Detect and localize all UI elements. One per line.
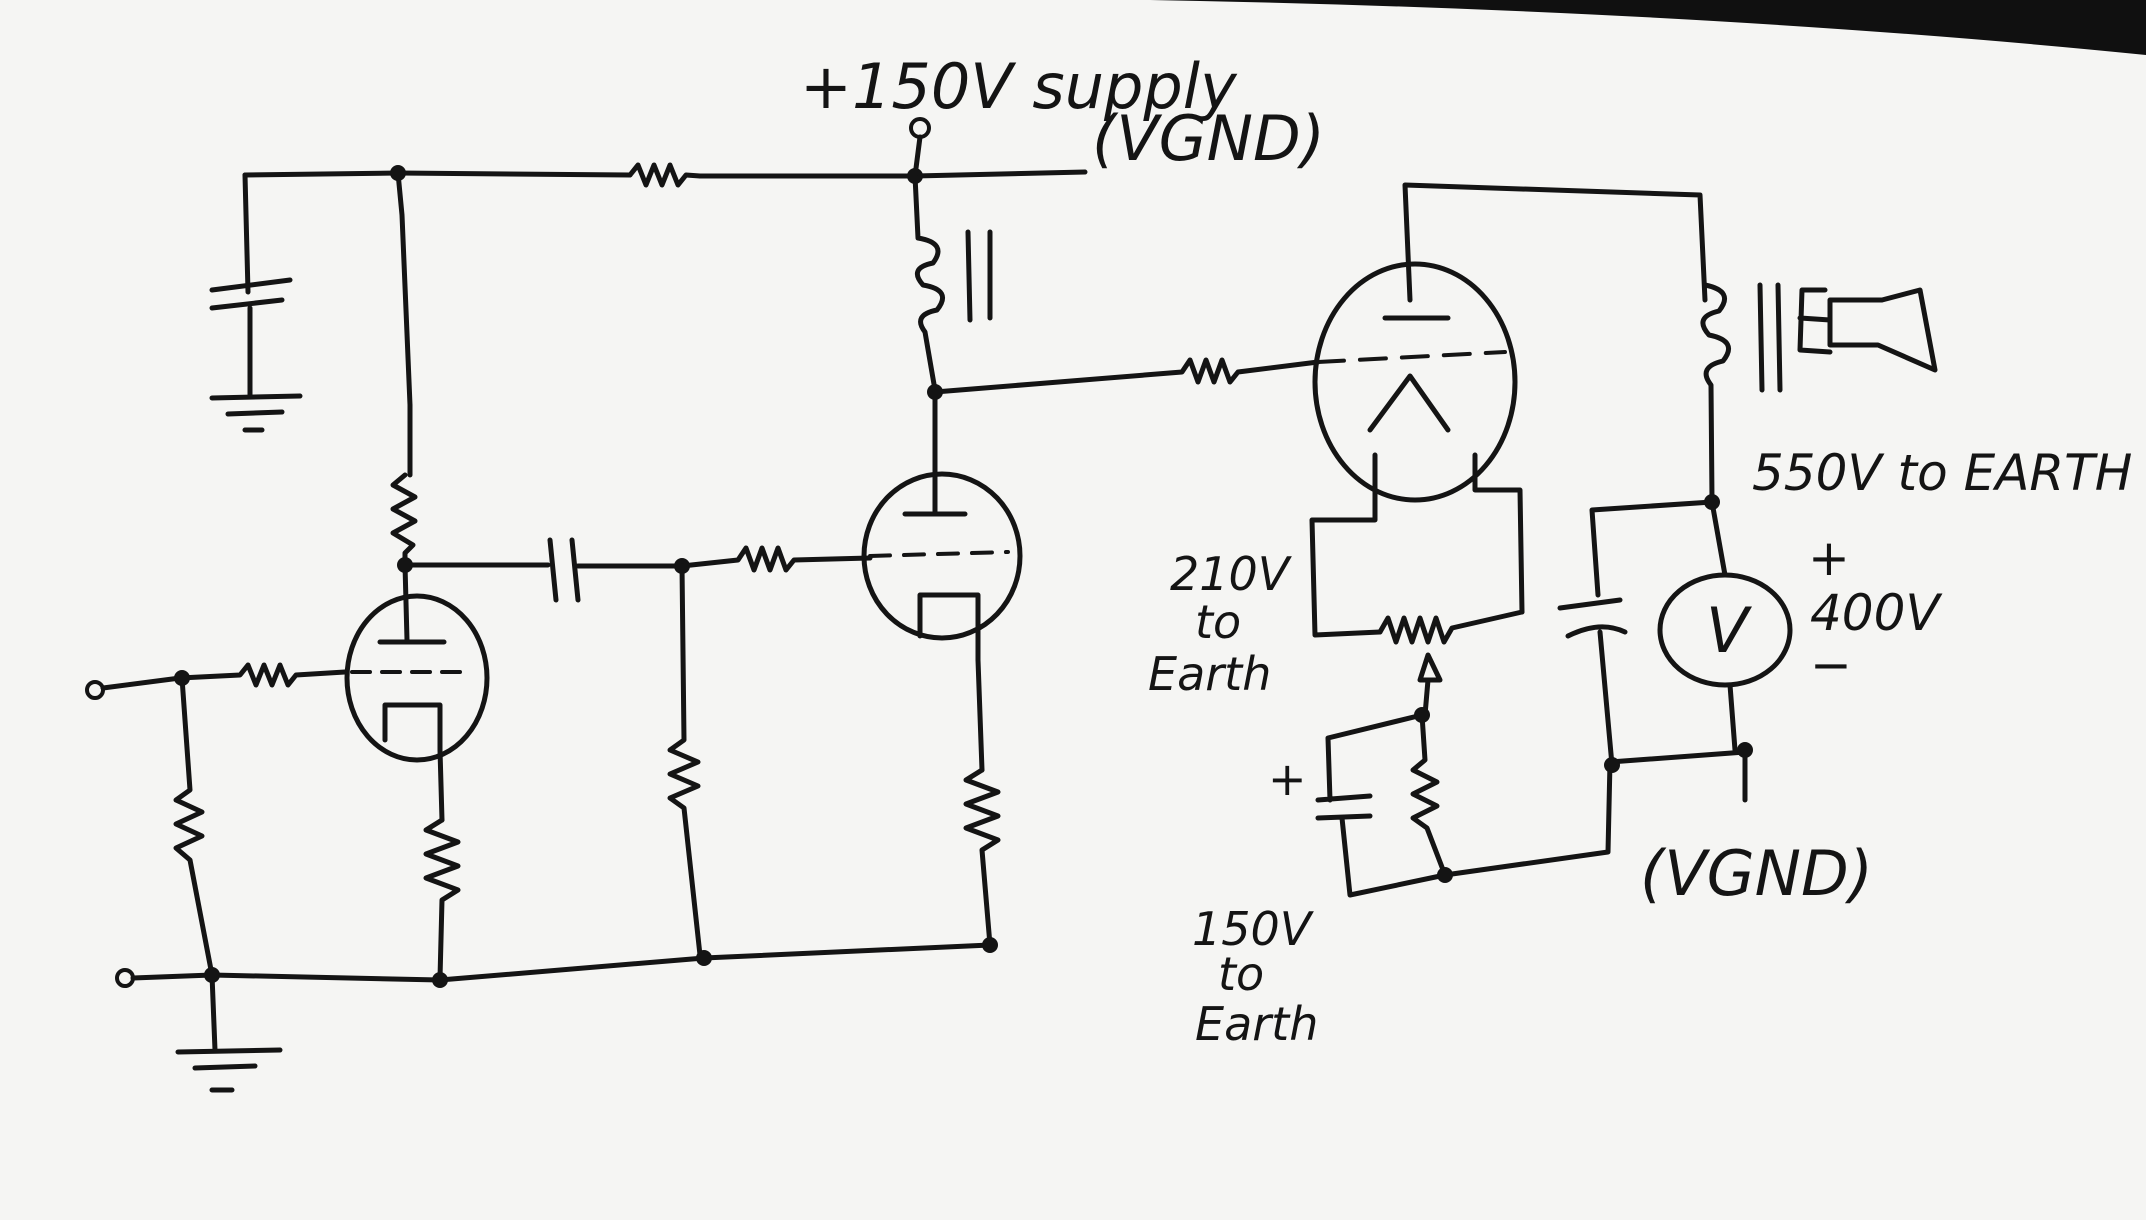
cap-plus-label: + (1268, 752, 1307, 806)
vgnd-top-label: (VGND) (1092, 102, 1325, 175)
grid-stopper-2 (679, 545, 873, 573)
decoupling-capacitor (209, 172, 293, 398)
triode-tube-2 (861, 471, 1023, 641)
tube2-grid (868, 550, 1010, 558)
ground-bus (130, 942, 993, 983)
output-tube-grid (1316, 350, 1507, 364)
cathode-to-label: to (1218, 947, 1264, 1001)
plate-choke (912, 173, 946, 393)
heater-to-label: to (1195, 595, 1241, 649)
cathode-resistor-output (1410, 712, 1448, 878)
ground-symbol (209, 393, 303, 433)
hum-balance-potentiometer (1377, 609, 1525, 645)
output-tube-filament (1367, 373, 1451, 433)
cathode-earth-label: Earth (1195, 997, 1318, 1051)
heater-voltage-label: 210V (1170, 547, 1293, 601)
driver-stage (861, 173, 1321, 948)
output-tube (1312, 261, 1518, 503)
voltmeter-symbol: V (1706, 594, 1753, 667)
transformer-core (1757, 282, 1783, 393)
input-terminal (85, 680, 105, 700)
cathode-resistor-1 (423, 817, 461, 981)
tube1-cathode (382, 702, 445, 823)
coupling-capacitor (402, 537, 683, 603)
input-grid-resistor (173, 675, 215, 978)
meter-minus-label: − (1810, 636, 1852, 694)
plate-voltage-label: 550V to EARTH (1752, 444, 2132, 502)
meter-plus-label: + (1808, 529, 1850, 587)
plate-load-resistor-1 (390, 472, 418, 568)
meter-value-label: 400V (1810, 584, 1943, 642)
decoupling-resistor (627, 162, 703, 188)
output-stage (1309, 182, 1938, 898)
page-edge-shadow (1150, 0, 2146, 55)
choke-core (965, 229, 993, 323)
grid-leak-resistor-2 (667, 563, 703, 958)
output-transformer-primary (1700, 282, 1732, 503)
input-stage (85, 117, 1088, 1093)
ground-symbol (175, 1047, 283, 1093)
tube1-plate (377, 562, 447, 645)
heater-earth-label: Earth (1148, 647, 1271, 701)
triode-tube-1 (344, 593, 490, 763)
tube2-cathode (917, 592, 985, 773)
transformer-secondary (1797, 287, 1833, 355)
speaker-icon (1827, 287, 1938, 373)
supply-label: +150V supply (800, 50, 1238, 123)
cathode-resistor-2 (963, 767, 1001, 948)
tube2-plate (902, 389, 968, 517)
cathode-voltage-label: 150V (1192, 902, 1315, 956)
vgnd-bottom-label: (VGND) (1640, 837, 1873, 910)
pot-wiper (1417, 652, 1443, 718)
